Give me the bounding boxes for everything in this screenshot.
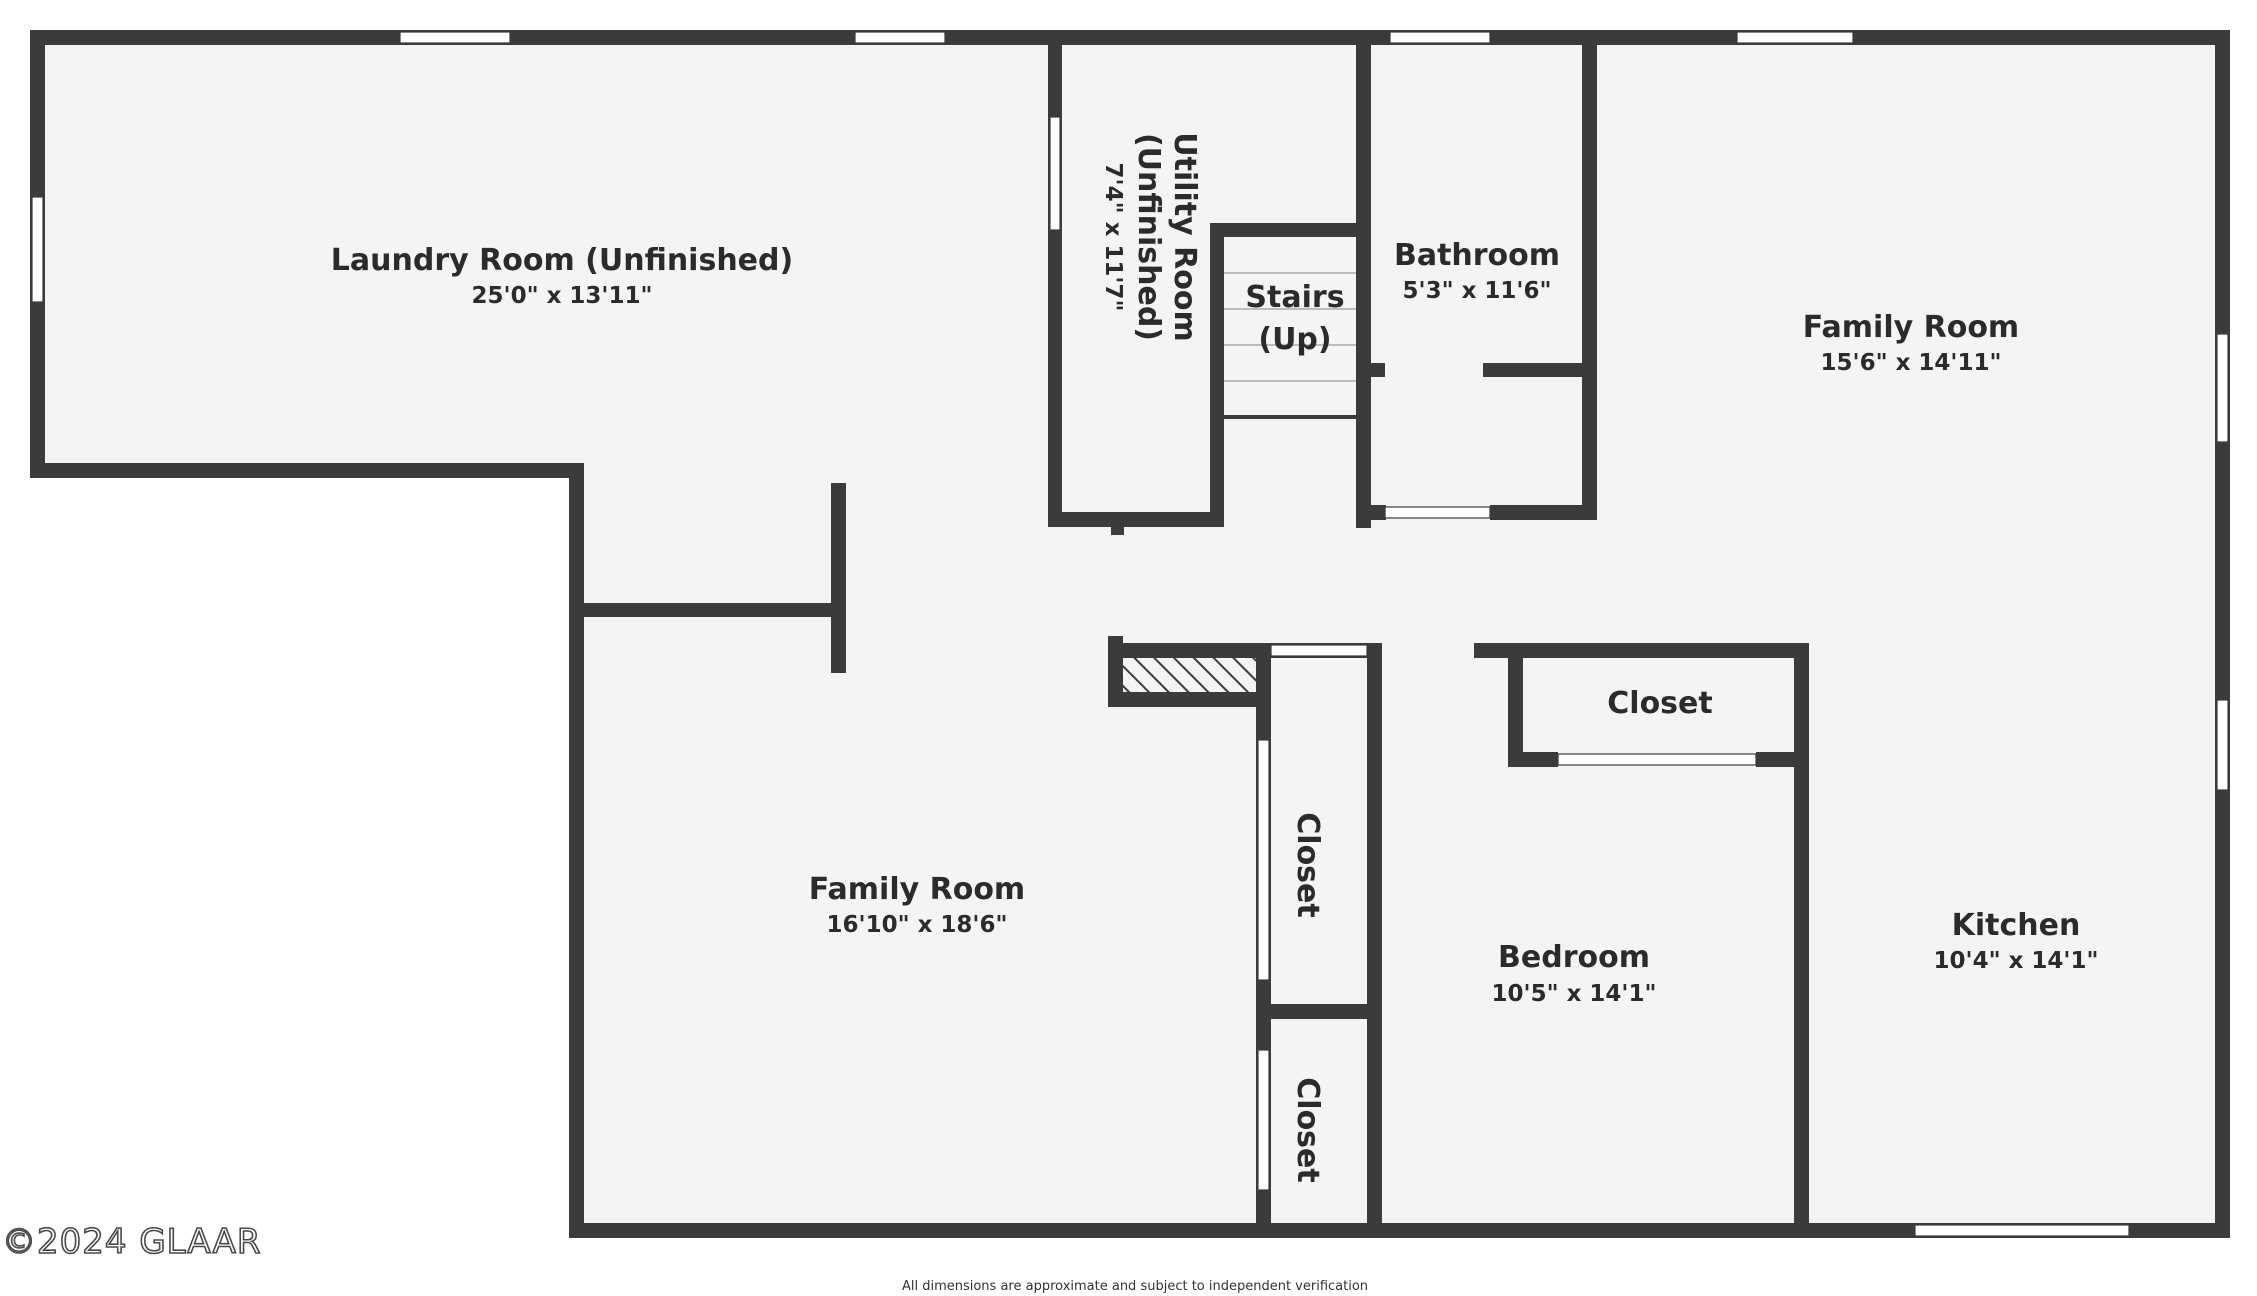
structural-column <box>1123 658 1256 692</box>
laundry-room-name: Laundry Room (Unfinished) <box>331 243 793 278</box>
closet-upper-name: Closet <box>1290 812 1325 917</box>
kitchen-dims: 10'4" x 14'1" <box>1934 948 2099 974</box>
closet-lower-name: Closet <box>1290 1077 1325 1182</box>
stair-treads <box>1224 272 1356 382</box>
utility-room-dims: 7'4" x 11'7" <box>1100 163 1126 312</box>
family-room-upper-name: Family Room <box>1803 310 2019 345</box>
utility-room-name-suffix: (Unfinished) <box>1131 133 1166 341</box>
utility-room-name: Utility Room <box>1167 132 1202 341</box>
bathroom-dims: 5'3" x 11'6" <box>1403 278 1552 304</box>
stair-landing-edge <box>1224 415 1356 419</box>
stairs-label: Stairs <box>1245 280 1344 315</box>
family-room-upper-dims: 15'6" x 14'11" <box>1821 350 2002 376</box>
copyright-watermark: ©2024 GLAAR <box>2 1222 262 1262</box>
dimensions-disclaimer: All dimensions are approximate and subje… <box>902 1279 1368 1294</box>
bathroom-name: Bathroom <box>1394 238 1560 273</box>
family-room-lower-dims: 16'10" x 18'6" <box>827 912 1008 938</box>
room-labels: Laundry Room (Unfinished) 25'0" x 13'11"… <box>331 132 2099 1182</box>
bedroom-name: Bedroom <box>1498 940 1650 975</box>
bedroom-closet-name: Closet <box>1607 686 1712 721</box>
family-room-lower-name: Family Room <box>809 872 1025 907</box>
bedroom-dims: 10'5" x 14'1" <box>1492 981 1657 1007</box>
laundry-room-dims: 25'0" x 13'11" <box>472 283 653 309</box>
windows <box>31 31 2229 1237</box>
kitchen-name: Kitchen <box>1952 908 2081 943</box>
floor-area <box>37 44 2221 1230</box>
stairs-direction: (Up) <box>1258 322 1331 357</box>
